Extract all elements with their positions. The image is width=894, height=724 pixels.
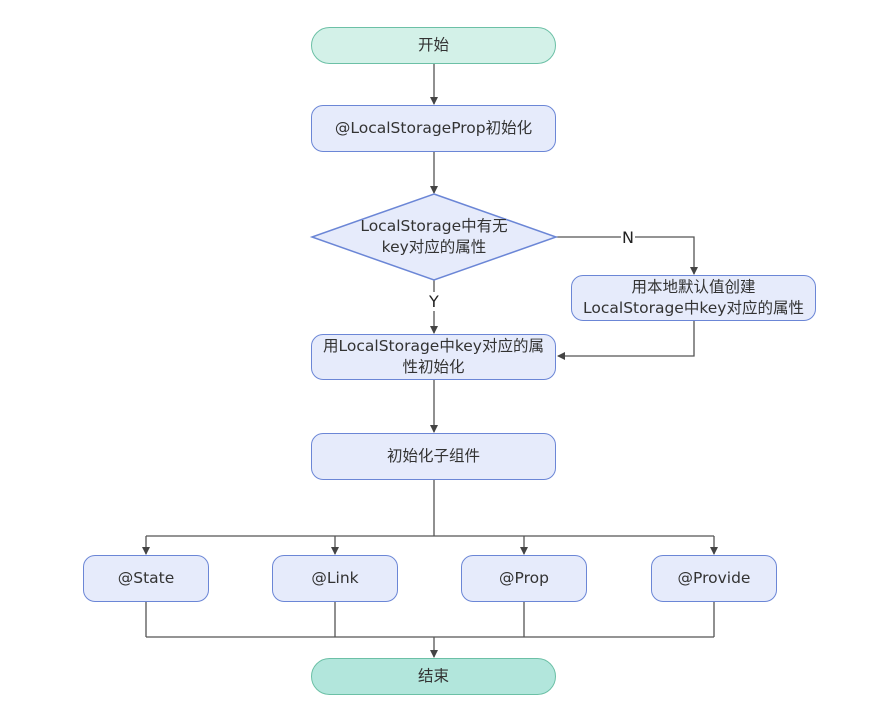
child-state-node: @State	[83, 555, 209, 602]
edge-create-to-init-from	[557, 320, 695, 360]
start-node: 开始	[311, 27, 556, 64]
decision-label: LocalStorage中有无 key对应的属性	[360, 217, 508, 256]
yes-label: Y	[428, 292, 440, 311]
end-label: 结束	[417, 667, 449, 685]
init-from-storage-node: 用LocalStorage中key对应的属 性初始化	[311, 334, 556, 380]
child-link-node: @Link	[272, 555, 398, 602]
child-prop-node: @Prop	[461, 555, 587, 602]
no-label: N	[621, 228, 635, 247]
init-prop-label: @LocalStorageProp初始化	[334, 119, 533, 137]
edge-decision-no	[556, 236, 698, 275]
init-children-node: 初始化子组件	[311, 433, 556, 480]
init-prop-node: @LocalStorageProp初始化	[311, 105, 556, 152]
create-default-node: 用本地默认值创建 LocalStorage中key对应的属性	[571, 275, 816, 321]
child-provide-node: @Provide	[651, 555, 777, 602]
decision-diamond	[309, 193, 559, 281]
start-label: 开始	[417, 36, 449, 54]
end-node: 结束	[311, 658, 556, 695]
